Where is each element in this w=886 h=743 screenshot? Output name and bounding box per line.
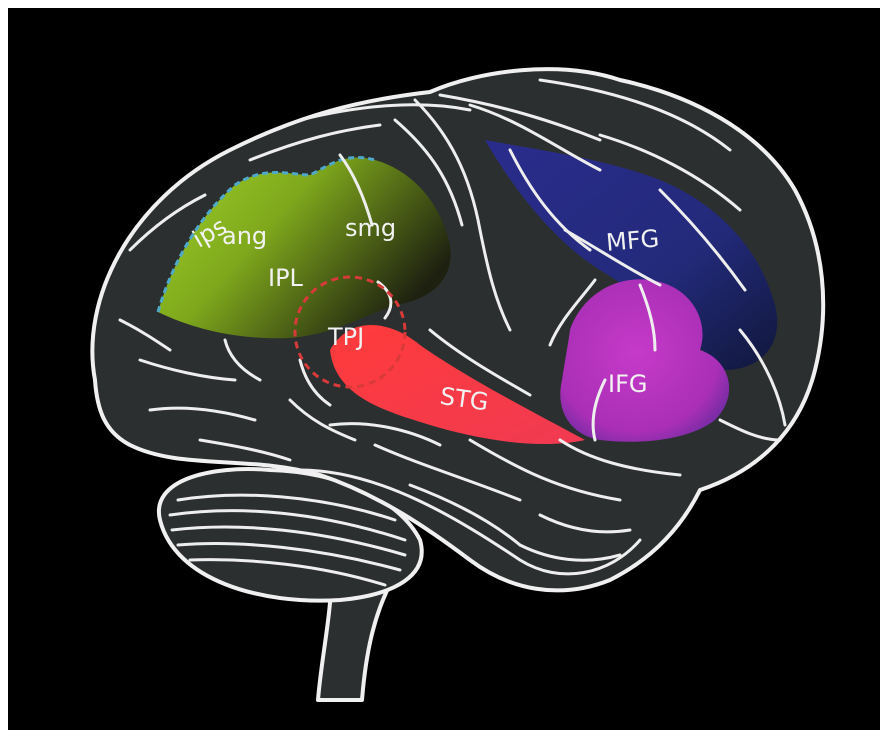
ifg-label: IFG: [608, 370, 647, 398]
smg-label: smg: [345, 214, 396, 242]
ipl-label: IPL: [268, 264, 304, 292]
ang-label: ang: [222, 222, 267, 250]
tpj-label: TPJ: [327, 323, 364, 351]
mfg-label: MFG: [605, 224, 660, 257]
